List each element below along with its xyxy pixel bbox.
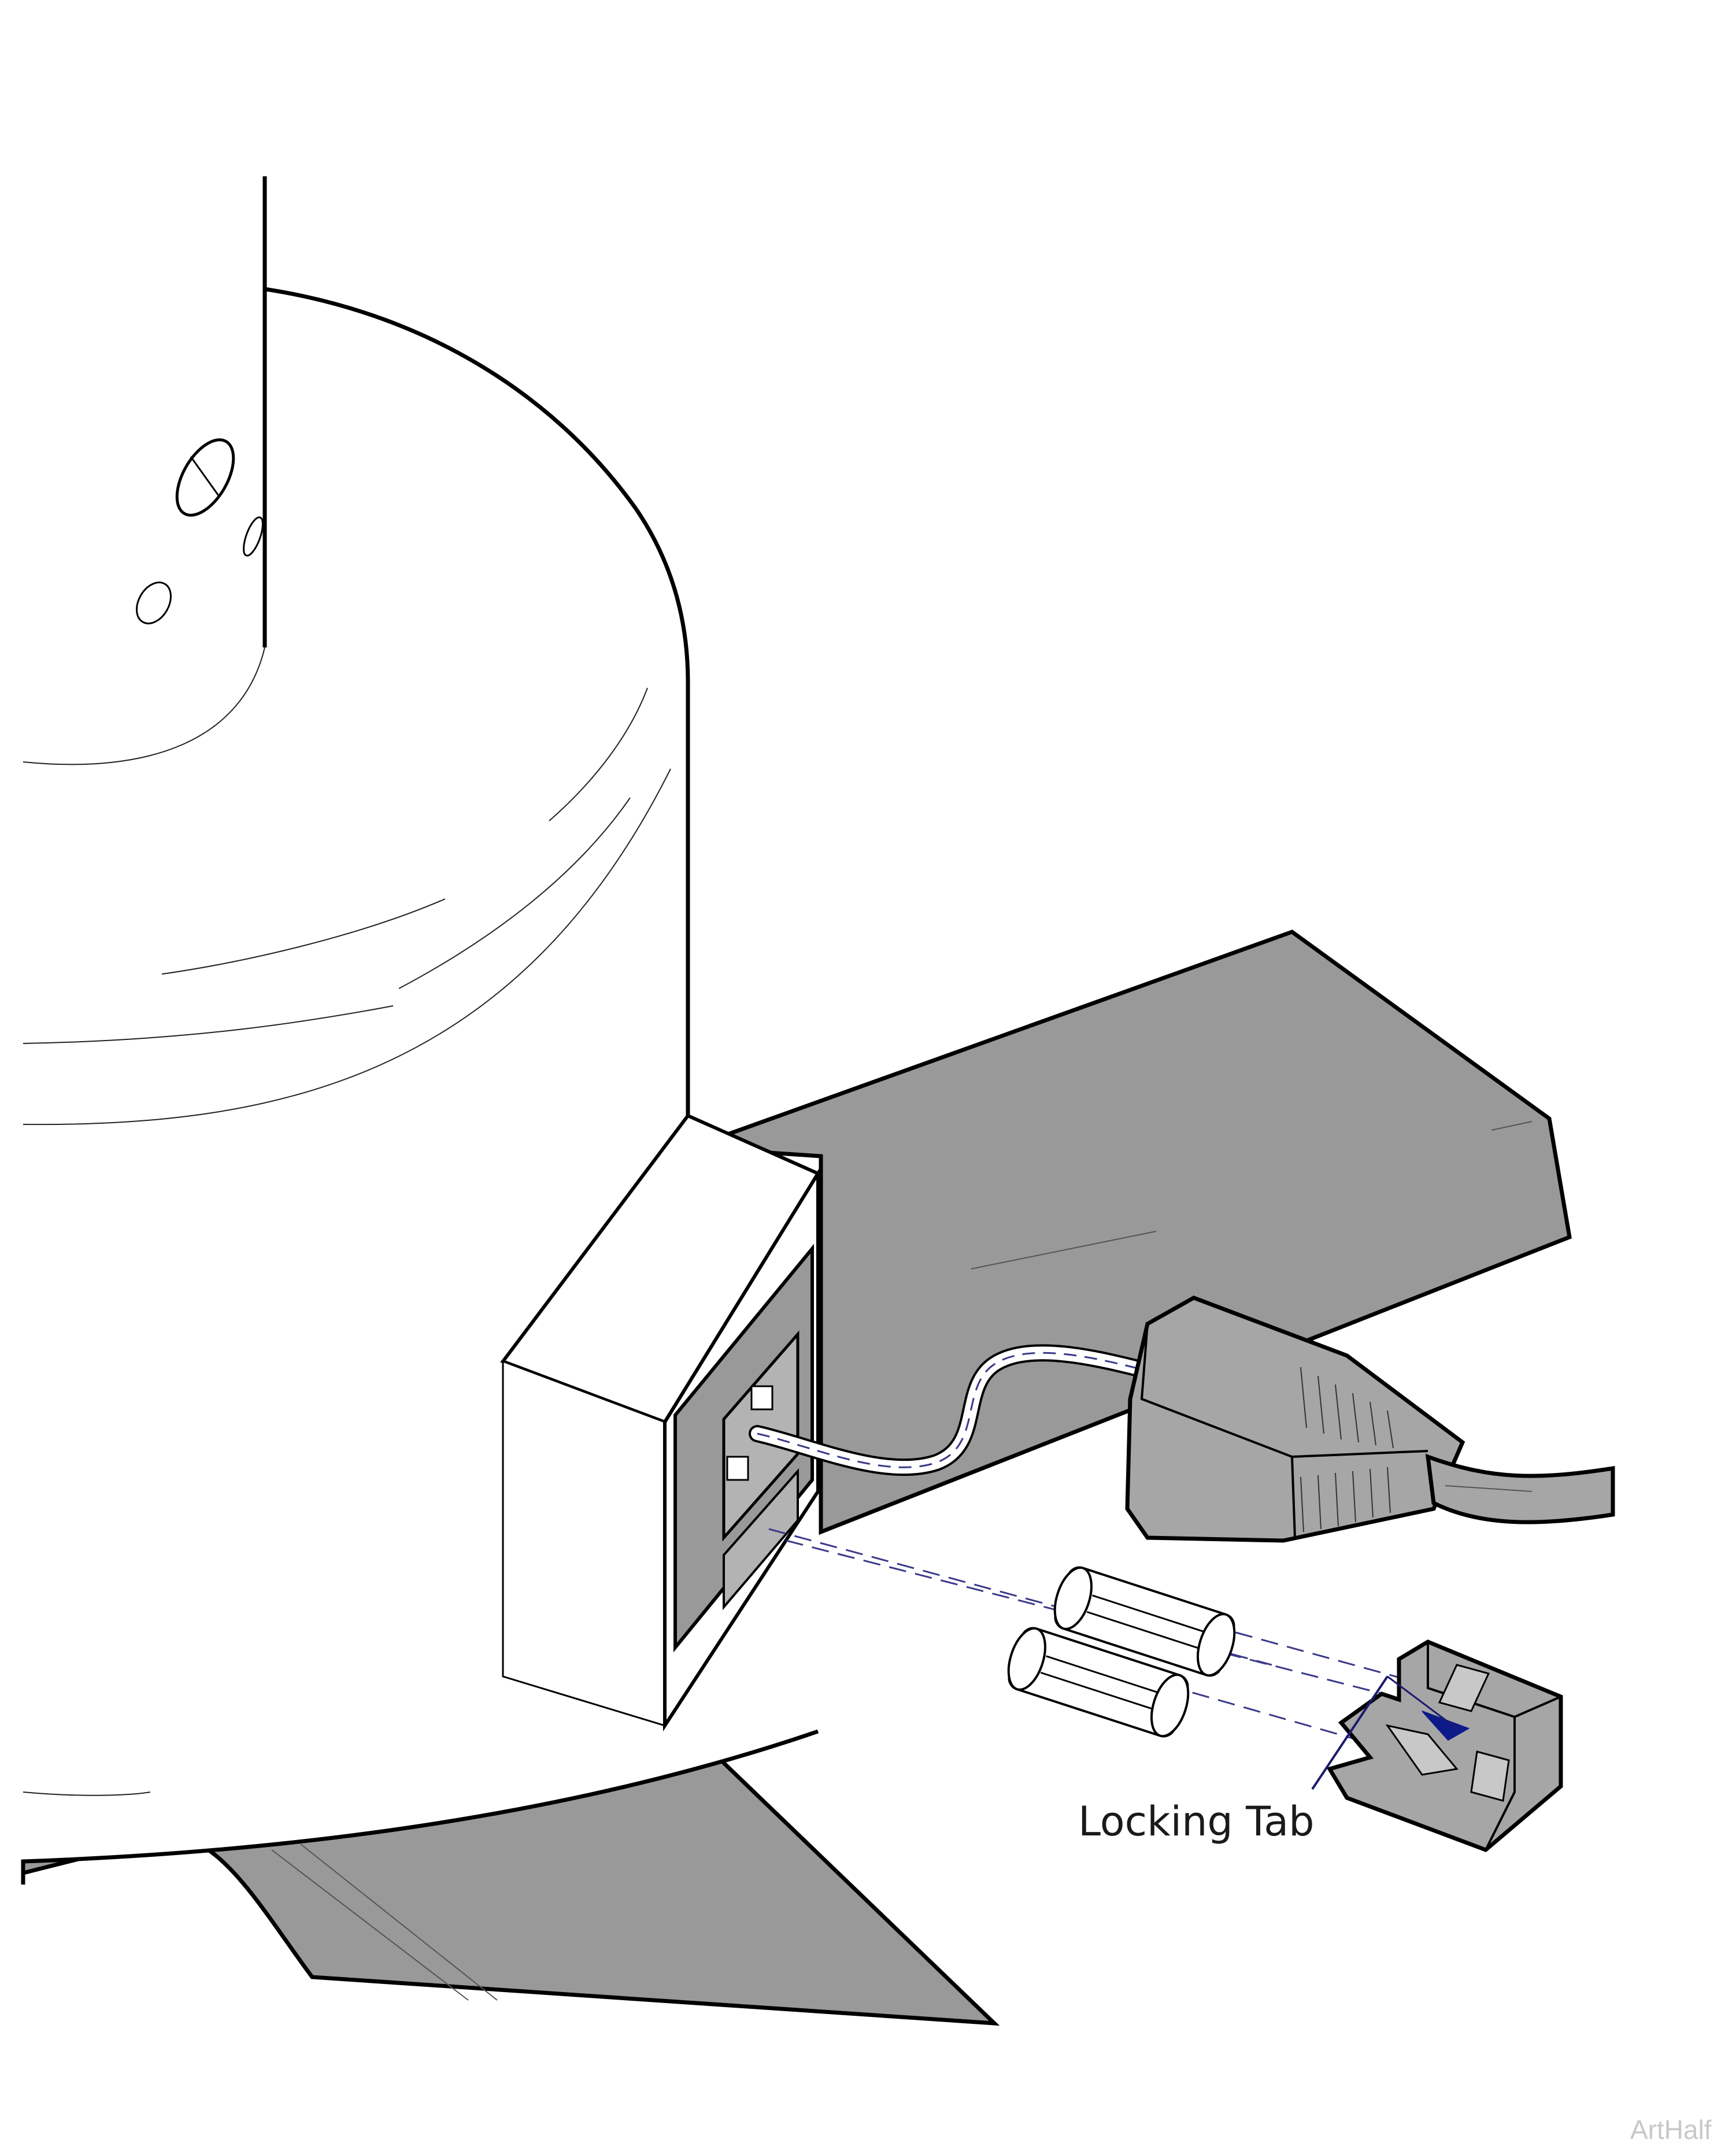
base-shadow-rear (690, 930, 1572, 1535)
watermark: ArtHalf (1630, 2115, 1712, 2145)
locking-tab-callout: Locking Tab (1078, 1675, 1457, 1845)
power-cord-icon (749, 1295, 1615, 1543)
locking-tab-label: Locking Tab (1078, 1798, 1315, 1845)
power-entry-module (500, 1113, 821, 1732)
fuse-icon (1007, 1566, 1236, 1738)
fuse-holder-icon (1326, 1639, 1563, 1852)
